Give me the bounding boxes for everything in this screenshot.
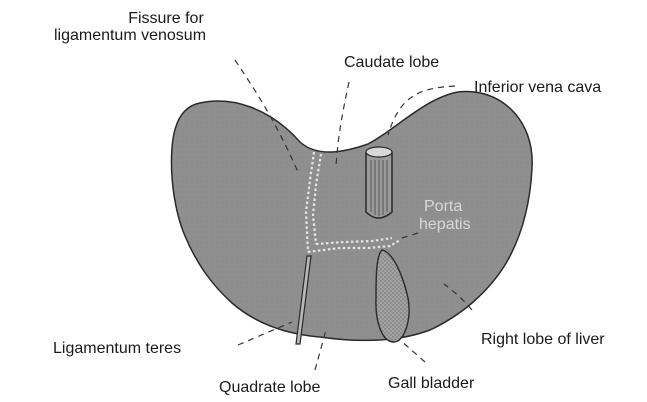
fissure-label-line2: ligamentum venosum <box>20 27 240 45</box>
caudate-lobe-label: Caudate lobe <box>344 54 439 72</box>
porta-hepatis-label-line1: Porta <box>424 198 462 216</box>
fissure-label-line1: Fissure for <box>96 10 236 28</box>
gall-bladder-label: Gall bladder <box>388 375 474 393</box>
right-lobe-label: Right lobe of liver <box>481 331 605 349</box>
ligamentum-teres-label: Ligamentum teres <box>53 340 181 358</box>
quadrate-lobe-label: Quadrate lobe <box>219 379 320 397</box>
inferior-vena-cava-shape <box>366 147 392 218</box>
inferior-vena-cava-label: Inferior vena cava <box>474 79 601 97</box>
liver-outline <box>172 91 533 340</box>
porta-hepatis-label-line2: hepatis <box>419 216 471 234</box>
